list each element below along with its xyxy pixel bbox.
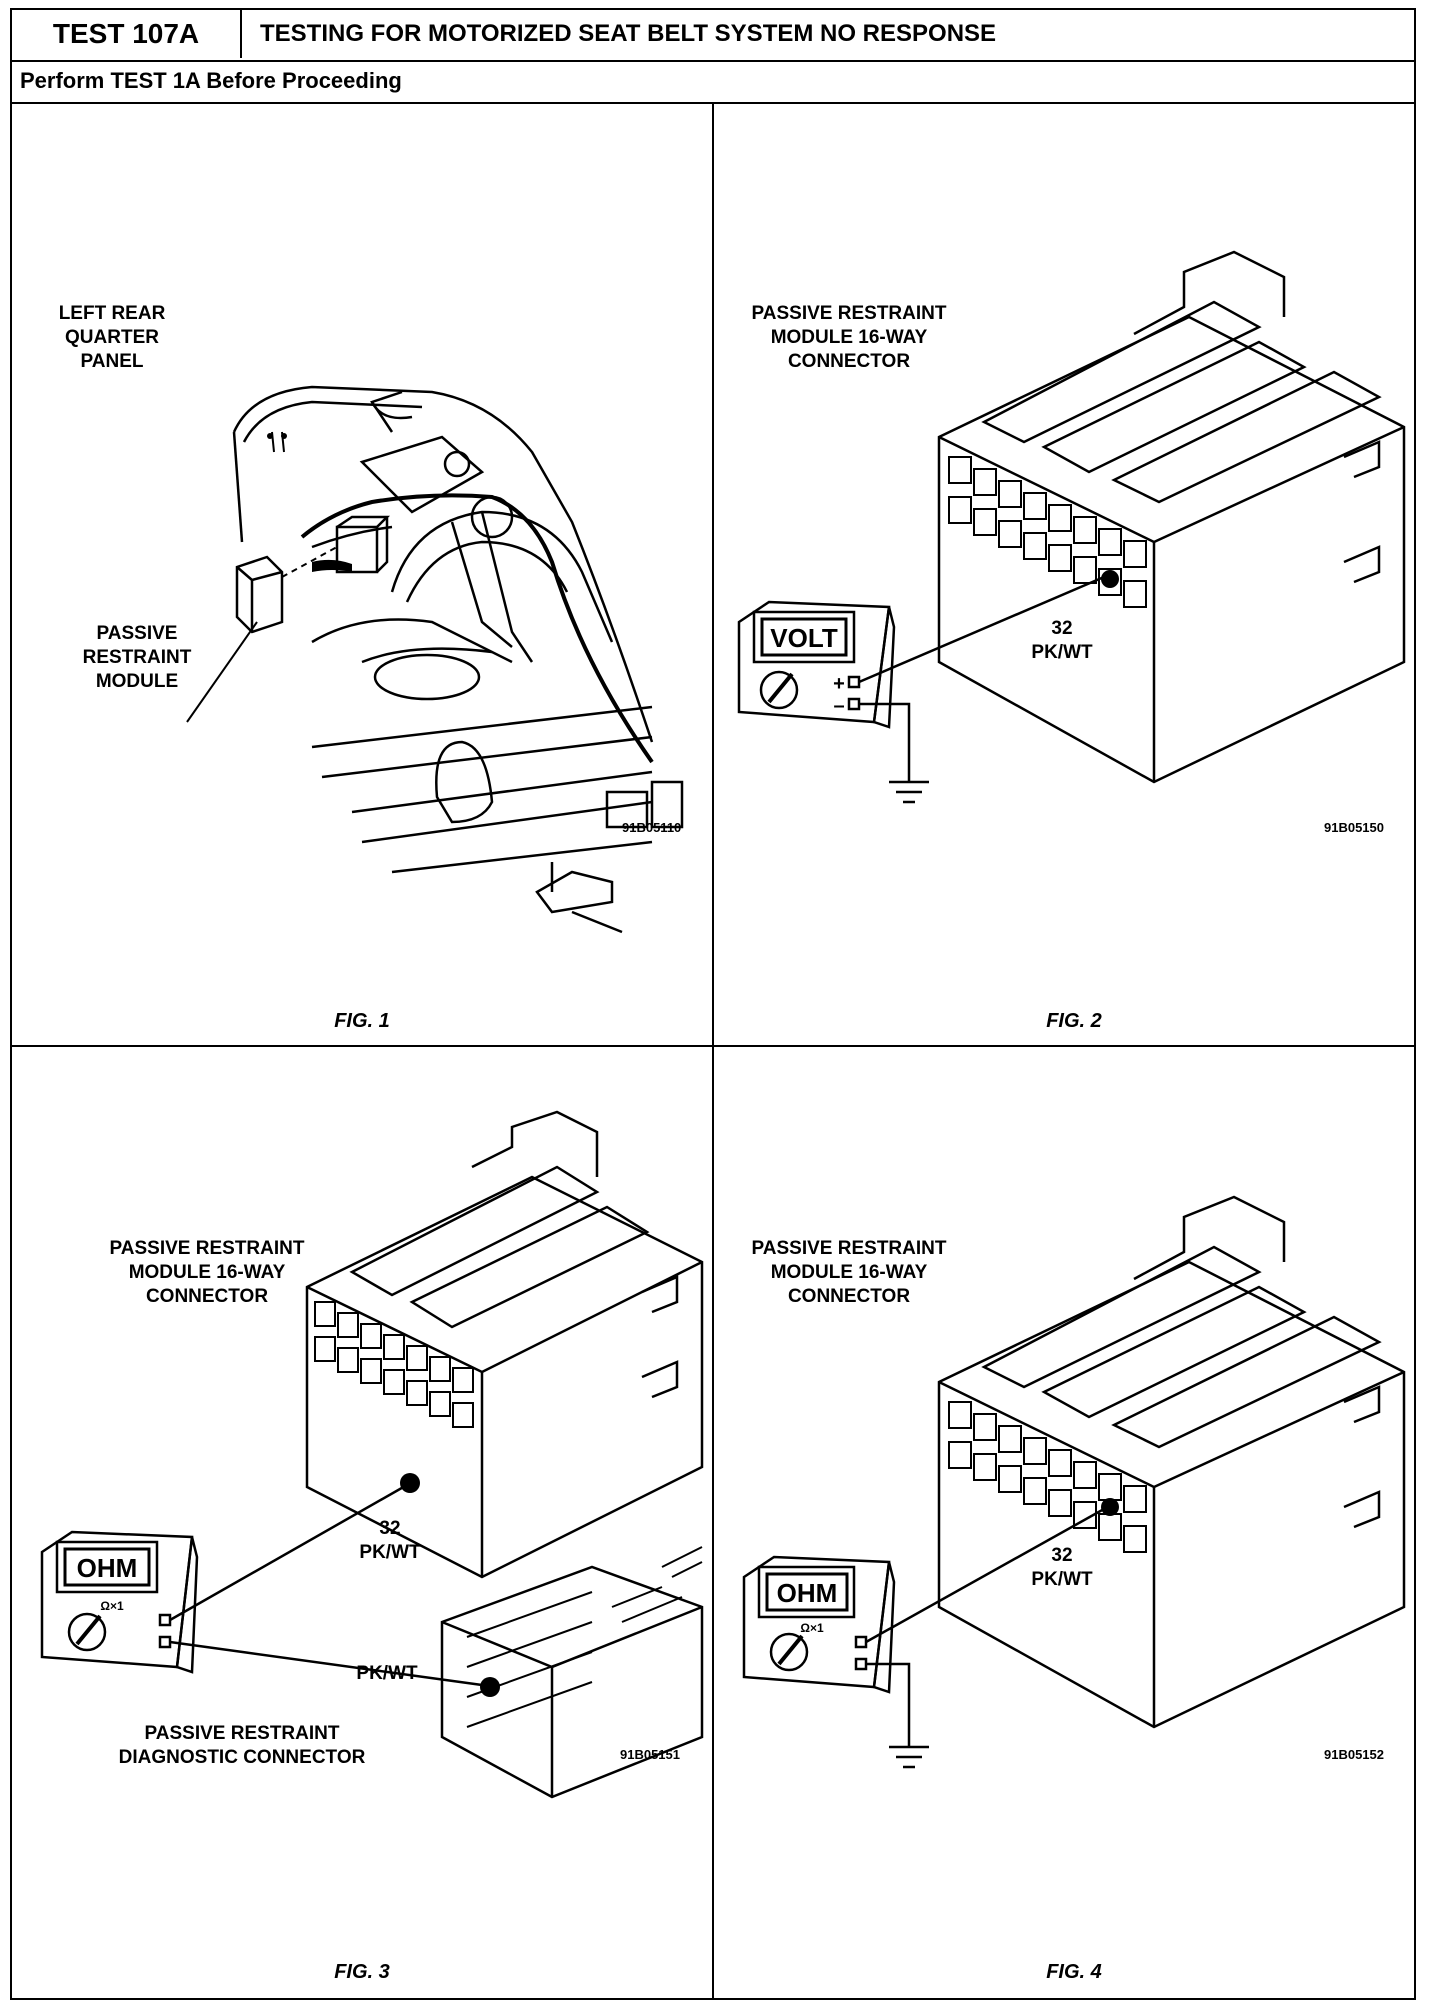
pin-label: 32 PK/WT	[1031, 618, 1093, 663]
ohm-scale-text: Ω×1	[100, 1599, 124, 1613]
diag-pin-label: PK/WT	[356, 1663, 418, 1684]
ohm-diag-test-illustration: OHM Ω×1	[40, 1110, 704, 1799]
figure-4-panel: OHM Ω×1 PASSIVE RESTRAINT MODULE 16-WAY …	[714, 1047, 1414, 1998]
figure-4-caption: FIG. 4	[1046, 1961, 1102, 1983]
volt-test-illustration: VOLT + –	[737, 250, 1406, 804]
figure-2-caption: FIG. 2	[1046, 1010, 1102, 1032]
plus-terminal-text: +	[833, 673, 845, 695]
diag-connector-label: PASSIVE RESTRAINT DIAGNOSTIC CONNECTOR	[118, 1723, 366, 1768]
test-title: TESTING FOR MOTORIZED SEAT BELT SYSTEM N…	[260, 20, 997, 47]
test-subtitle: Perform TEST 1A Before Proceeding	[12, 60, 1414, 104]
figure-2-code: 91B05150	[1324, 820, 1384, 835]
pin-label: 32 PK/WT	[359, 1518, 421, 1563]
figure-3-panel: OHM Ω×1 PASSIVE RESTRAINT MODULE 16-WAY …	[12, 1047, 714, 1998]
minus-terminal-text: –	[833, 695, 844, 717]
figure-1-panel: LEFT REAR QUARTER PANEL PASSIVE RESTRAIN…	[12, 102, 714, 1047]
module-label: PASSIVE RESTRAINT MODULE	[82, 623, 192, 692]
connector-label: PASSIVE RESTRAINT MODULE 16-WAY CONNECTO…	[751, 303, 947, 372]
figure-1-caption: FIG. 1	[334, 1010, 390, 1032]
ohm-display-text: OHM	[77, 1553, 138, 1583]
figure-3-code: 91B05151	[620, 1747, 680, 1762]
quarter-panel-illustration	[186, 385, 684, 934]
quarter-panel-label: LEFT REAR QUARTER PANEL	[58, 303, 166, 372]
figure-4-code: 91B05152	[1324, 1747, 1384, 1762]
header-row: TEST 107A TESTING FOR MOTORIZED SEAT BEL…	[12, 10, 1414, 62]
connector-label: PASSIVE RESTRAINT MODULE 16-WAY CONNECTO…	[751, 1238, 947, 1307]
volt-display-text: VOLT	[770, 623, 838, 653]
test-sheet: TEST 107A TESTING FOR MOTORIZED SEAT BEL…	[10, 8, 1416, 2000]
test-id: TEST 107A	[12, 10, 242, 58]
ohm-ground-test-illustration: OHM Ω×1	[742, 1195, 1406, 1769]
figure-2-panel: VOLT + – PASSIVE RESTRAINT MODULE 16-WAY…	[714, 102, 1414, 1047]
ohm-display-text: OHM	[777, 1578, 838, 1608]
figure-1-code: 91B05110	[622, 820, 682, 835]
ohm-scale-text: Ω×1	[800, 1621, 824, 1635]
connector-label: PASSIVE RESTRAINT MODULE 16-WAY CONNECTO…	[109, 1238, 305, 1307]
figure-3-caption: FIG. 3	[334, 1961, 390, 1983]
pin-label: 32 PK/WT	[1031, 1545, 1093, 1590]
